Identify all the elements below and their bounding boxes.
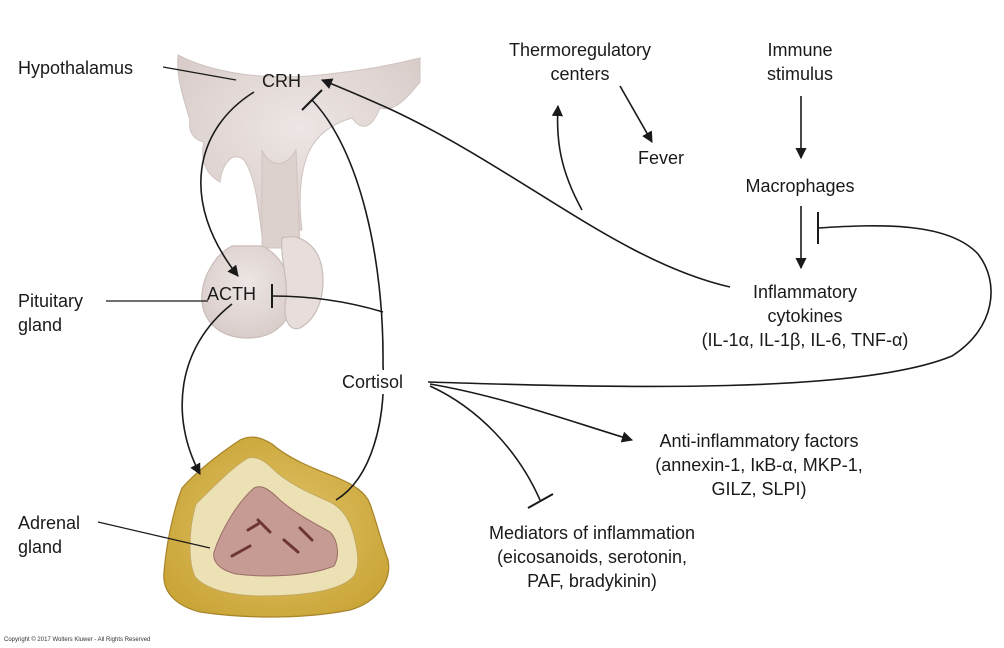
thermoregulatory-label-line2: centers [550, 64, 610, 84]
adrenal-vessels [230, 518, 314, 558]
mediators-label-line1: Mediators of inflammation [488, 523, 696, 543]
immune-stimulus-label-line2: stimulus [766, 64, 833, 84]
adrenal-medulla [213, 486, 338, 577]
adrenal-label-line1: Adrenal [18, 513, 81, 533]
pituitary-lobe-posterior [281, 236, 324, 330]
fever-label: Fever [638, 148, 685, 168]
thermoregulatory-label-line1: Thermoregulatory [508, 40, 652, 60]
hypothalamus-label: Hypothalamus [18, 58, 134, 78]
acth-label: ACTH [207, 284, 256, 304]
anti-inflammatory-label-line2: (annexin-1, IκB-α, MKP-1, [655, 455, 863, 475]
crh-label: CRH [262, 71, 301, 91]
pituitary-label-line1: Pituitary [18, 291, 84, 311]
mediators-label-line2: (eicosanoids, serotonin, [496, 547, 688, 567]
cytokines-label-line1: Inflammatory [752, 282, 858, 302]
immune-stimulus-label-line1: Immune [767, 40, 833, 60]
cortisol-label: Cortisol [340, 370, 406, 394]
adrenal-label-line2: gland [18, 537, 63, 557]
hypothalamus-shape [177, 54, 421, 237]
cytokines-label-line2: cytokines [767, 306, 843, 326]
pituitary-label-line2: gland [18, 315, 63, 335]
mediators-label-line3: PAF, bradykinin) [527, 571, 657, 591]
copyright-notice: Copyright © 2017 Wolters Kluwer - All Ri… [4, 637, 151, 643]
macrophages-label: Macrophages [745, 176, 855, 196]
pituitary-stalk [261, 148, 301, 249]
cytokines-label-line3: (IL-1α, IL-1β, IL-6, TNF-α) [701, 330, 909, 350]
anti-inflammatory-label-line3: GILZ, SLPI) [711, 479, 807, 499]
anti-inflammatory-label-line1: Anti-inflammatory factors [659, 431, 859, 451]
